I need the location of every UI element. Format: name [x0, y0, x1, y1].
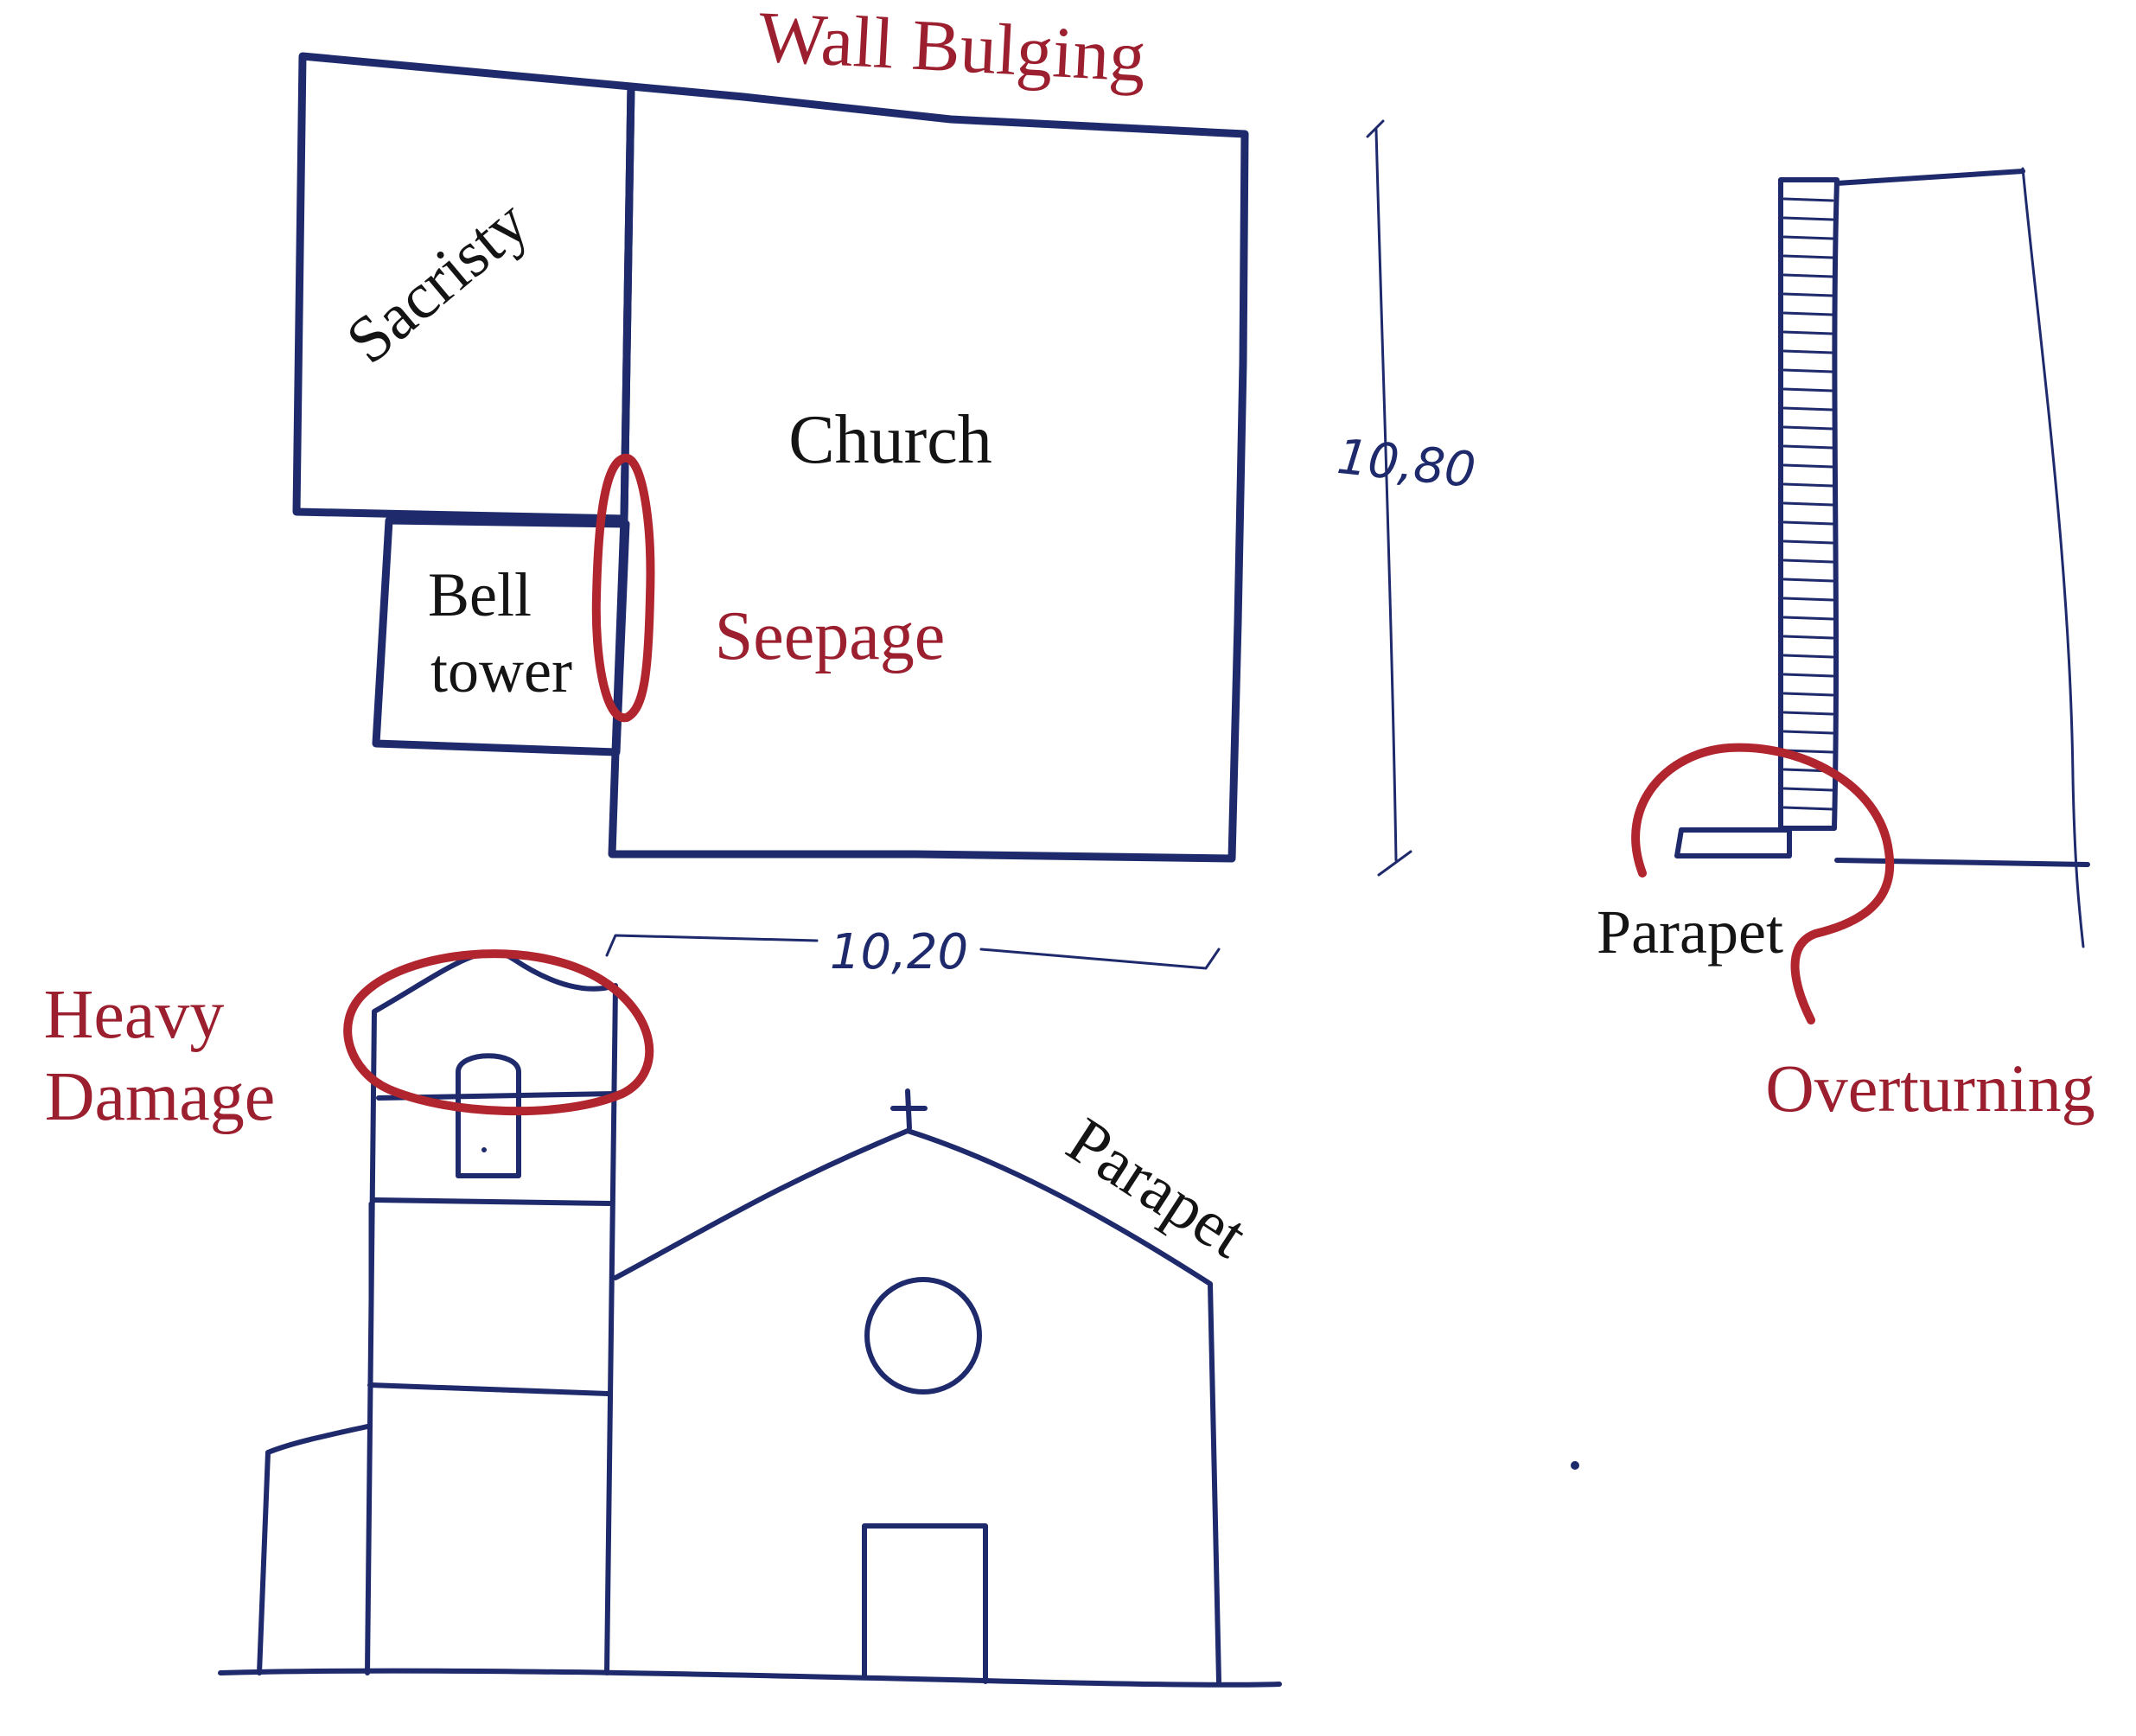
facade-bell-tower — [365, 949, 618, 1675]
masonry-course-line — [1782, 578, 1834, 583]
height-dimension-line — [1366, 119, 1412, 877]
masonry-course-line — [1782, 539, 1834, 545]
masonry-course-line — [1782, 254, 1834, 259]
heavy-damage-label-line2: Damage — [45, 1059, 276, 1135]
facade-door — [862, 1523, 988, 1684]
facade-elevation: Parapet — [218, 949, 1282, 1688]
overturning-label: Overturning — [1765, 1050, 2095, 1126]
facade-tower-band-2 — [367, 1382, 610, 1396]
masonry-course-line — [1782, 444, 1834, 450]
facade-annex — [257, 1424, 370, 1675]
masonry-course-line — [1782, 711, 1834, 716]
heavy-damage-marker — [343, 949, 654, 1116]
masonry-course-line — [1782, 597, 1834, 602]
facade-belfry-mark — [481, 1147, 487, 1152]
masonry-course-line — [1782, 654, 1834, 659]
masonry-course-line — [1782, 520, 1834, 526]
masonry-course-line — [1782, 616, 1834, 621]
masonry-course-line — [1782, 425, 1834, 431]
masonry-course-line — [1782, 558, 1834, 564]
masonry-course-line — [1782, 806, 1834, 811]
masonry-course-line — [1782, 235, 1834, 240]
masonry-course-line — [1782, 368, 1834, 373]
masonry-course-line — [1782, 673, 1834, 678]
facade-cross — [890, 1088, 928, 1131]
bell-tower-outline — [372, 516, 630, 756]
bell-tower-label-line2: tower — [430, 636, 572, 705]
masonry-course-line — [1782, 349, 1834, 354]
facade-tower-band-1 — [372, 1197, 612, 1206]
masonry-course-line — [1782, 406, 1834, 412]
facade-rose-window — [864, 1277, 982, 1395]
floor-plan: Sacristy Church Bell tower 10,80 10,20 — [292, 52, 1478, 980]
facade-parapet-label: Parapet — [1055, 1104, 1259, 1273]
church-label: Church — [788, 402, 992, 478]
seepage-marker — [591, 453, 655, 723]
masonry-course-line — [1782, 787, 1834, 792]
overturning-marker — [1631, 743, 1895, 1024]
masonry-course-line — [1782, 292, 1834, 297]
section-parapet-label: Parapet — [1597, 897, 1783, 967]
heavy-damage-label-line1: Heavy — [44, 977, 225, 1053]
masonry-course-line — [1782, 482, 1834, 488]
masonry-course-line — [1782, 387, 1834, 393]
masonry-course-line — [1782, 463, 1834, 469]
masonry-course-line — [1782, 216, 1834, 221]
sacristy-label: Sacristy — [333, 186, 542, 378]
wall-section-interior-profile — [2021, 167, 2085, 948]
wall-section: Parapet — [1597, 167, 2090, 967]
wall-section-ground — [1834, 858, 2090, 867]
seepage-label: Seepage — [715, 598, 946, 674]
masonry-course-line — [1782, 730, 1834, 735]
facade-belfry-opening — [456, 1053, 521, 1178]
facade-church-gable — [613, 1128, 1221, 1684]
masonry-course-line — [1782, 197, 1834, 202]
stray-ink-dot — [1571, 1461, 1579, 1470]
bell-tower-label-line1: Bell — [428, 560, 532, 629]
width-dimension-label: 10,20 — [830, 924, 968, 980]
masonry-course-line — [1782, 330, 1834, 335]
masonry-course-line — [1782, 273, 1834, 278]
height-dimension-label: 10,80 — [1335, 429, 1478, 499]
wall-section-footing — [1674, 827, 1792, 858]
masonry-course-line — [1782, 749, 1834, 754]
facade-ground-line — [218, 1668, 1282, 1688]
wall-section-masonry — [1778, 177, 1840, 831]
wall-bulging-label: Wall Bulging — [756, 0, 1147, 98]
masonry-course-line — [1782, 311, 1834, 316]
width-dimension-line — [605, 934, 1221, 970]
wall-section-top — [1834, 169, 2025, 186]
masonry-course-line — [1782, 635, 1834, 640]
masonry-course-line — [1782, 501, 1834, 507]
masonry-hatch — [1782, 197, 1834, 811]
masonry-course-line — [1782, 692, 1834, 697]
